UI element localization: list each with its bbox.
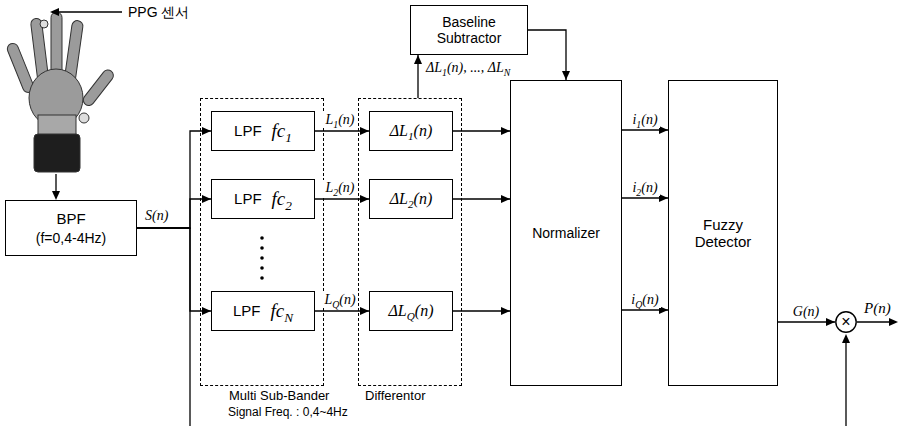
arrow-head (360, 127, 369, 135)
group-frame: DifferentorΔL1(n)ΔL2(n)ΔLQ(n) (358, 98, 462, 386)
arrow-head (501, 307, 510, 315)
signal-label: i2(n) (630, 180, 659, 196)
box-label: LPF (233, 302, 261, 319)
signal-label: G(n) (791, 304, 821, 320)
dot (260, 276, 264, 280)
process-box: Normalizer (510, 80, 622, 386)
bypass-wire (845, 342, 846, 426)
box-label: fc2 (272, 188, 292, 210)
signal-arrow (414, 55, 422, 98)
arrow-head (842, 334, 850, 343)
box-label: Normalizer (532, 225, 600, 241)
wrist-band (34, 134, 80, 172)
signal-label: S(n) (145, 208, 168, 224)
arrow-head (50, 8, 59, 16)
box-label: fc1 (272, 120, 292, 142)
box-label: (f=0,4-4Hz) (36, 230, 106, 246)
box-label: BPF (56, 210, 85, 227)
signal-label: L1(n) (323, 112, 356, 128)
group-frame: Multi Sub-BanderLPFfc1LPFfc2LPFfcN (200, 98, 324, 386)
signal-label: i1(n) (630, 112, 659, 128)
box-label: ΔLQ(n) (388, 302, 433, 320)
arrow-head (360, 307, 369, 315)
signal-label: L2(n) (323, 180, 356, 196)
signal-label: ΔL1(n), ..., ΔLN (424, 60, 512, 76)
signal-line (55, 174, 56, 192)
process-box: ΔL1(n) (369, 111, 453, 151)
arrow-head (202, 307, 211, 315)
callout-label: PPG 센서 (128, 4, 189, 20)
arrow-head (659, 194, 668, 202)
arrow-head (414, 55, 422, 64)
sensor-dot (40, 20, 48, 28)
arrow-head (360, 195, 369, 203)
box-label: ΔL1(n) (390, 122, 433, 140)
arrow-head (889, 318, 898, 326)
hand-illustration (6, 12, 116, 172)
circle-outline (836, 312, 856, 332)
process-box: Fuzzy Detector (668, 80, 778, 386)
filter-box: BPF (f=0,4-4Hz) (5, 200, 137, 256)
box-label: fcN (270, 300, 293, 322)
box-label: ΔL2(n) (390, 190, 433, 208)
process-box: ΔL2(n) (369, 179, 453, 219)
process-box: Baseline Subtractor (410, 5, 528, 55)
arrow-head (501, 127, 510, 135)
filter-box: LPF fcN (211, 291, 315, 331)
signal-label: P(n) (864, 300, 891, 317)
sensor-clip (79, 113, 89, 123)
multiplier-circle: × (835, 311, 857, 333)
box-label: LPF (234, 122, 262, 139)
dot (260, 236, 264, 240)
leader-arrows (50, 8, 898, 426)
box-label: Baseline Subtractor (422, 14, 516, 46)
arrow-head (52, 191, 60, 200)
box-label: LPF (234, 190, 262, 207)
signal-line (528, 30, 566, 80)
signal-label: LQ(n) (322, 292, 357, 308)
arrow-head (826, 318, 835, 326)
dot (260, 246, 264, 250)
ellipsis-dots (260, 236, 264, 280)
arrow-head (562, 71, 570, 80)
arrow-head (202, 195, 211, 203)
signal-arrow (528, 30, 570, 80)
dot (260, 266, 264, 270)
thumb (81, 68, 116, 108)
output-line (857, 321, 890, 322)
filter-box: LPF fc2 (211, 179, 315, 219)
process-box: ΔLQ(n) (369, 291, 453, 331)
signal-label: iQ(n) (629, 292, 660, 308)
leader-line (58, 11, 122, 12)
arrow-head (659, 126, 668, 134)
box-label: Fuzzy Detector (685, 216, 761, 251)
arrow-head (501, 195, 510, 203)
note-label: Signal Freq. : 0,4~4Hz (228, 406, 348, 420)
group-heading: Differentor (365, 389, 425, 404)
dot (260, 256, 264, 260)
arrow-head (202, 127, 211, 135)
filter-box: LPF fc1 (211, 111, 315, 151)
box-label: × (841, 313, 850, 331)
group-heading: Multi Sub-Bander (229, 389, 329, 404)
